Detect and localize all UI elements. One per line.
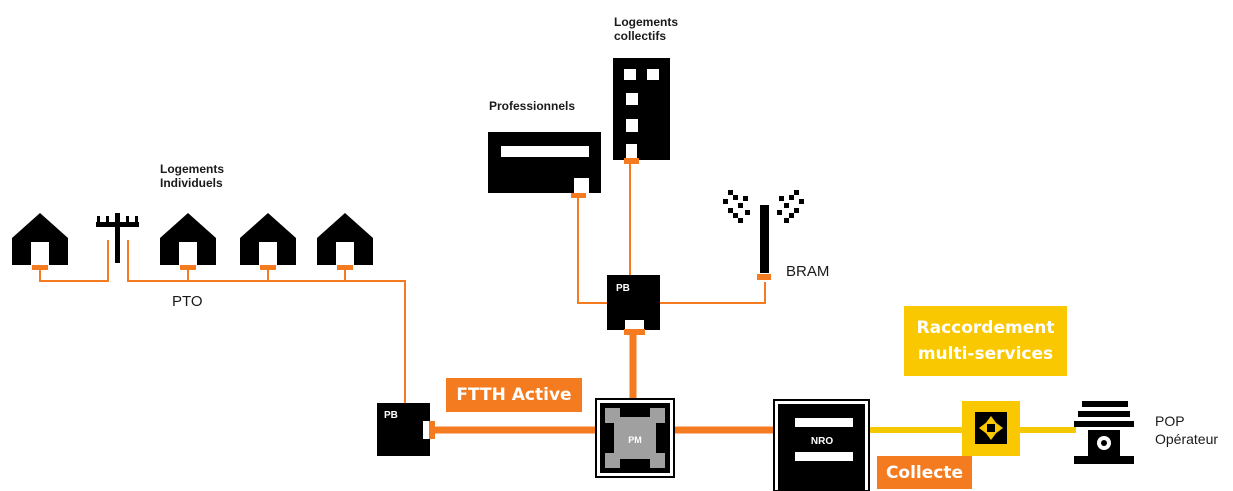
nro-label: NRO — [811, 436, 833, 447]
pb-top-label: PB — [616, 283, 630, 294]
collecte-badge: Collecte — [877, 456, 972, 489]
thin-fiber-links — [39, 163, 766, 403]
houses-link — [127, 240, 406, 403]
ftth-active-badge: FTTH Active — [446, 378, 582, 412]
pm-label: PM — [628, 435, 642, 445]
logements-collectifs-label: Logements collectifs — [614, 15, 679, 43]
pb-box-top: PB — [607, 275, 660, 335]
office-building-icon — [488, 132, 601, 198]
house-icon — [160, 213, 216, 270]
apartment-building-icon — [613, 58, 670, 164]
bram-link — [660, 282, 766, 304]
antenna-icon — [723, 190, 804, 280]
house-1-link — [39, 240, 109, 282]
house-icon — [12, 213, 68, 270]
switch-icon — [962, 401, 1020, 456]
house-icon — [240, 213, 296, 270]
house-icon — [317, 213, 373, 270]
nro-building-icon: NRO — [773, 399, 870, 491]
pop-operator-icon — [1074, 401, 1134, 464]
professionnels-label: Professionnels — [489, 99, 576, 113]
logements-individuels-label: Logements Individuels — [160, 162, 225, 190]
pop-operateur-label: POP Opérateur — [1155, 413, 1219, 447]
professionnels-link — [577, 198, 607, 304]
pb-box-left: PB — [377, 403, 435, 456]
pb-left-label: PB — [384, 410, 398, 421]
raccordement-badge: Raccordement multi-services — [904, 306, 1067, 376]
pm-cabinet-icon: PM — [595, 398, 675, 478]
utility-pole-icon — [96, 213, 139, 263]
pto-label: PTO — [172, 293, 203, 310]
bram-label: BRAM — [786, 263, 830, 280]
